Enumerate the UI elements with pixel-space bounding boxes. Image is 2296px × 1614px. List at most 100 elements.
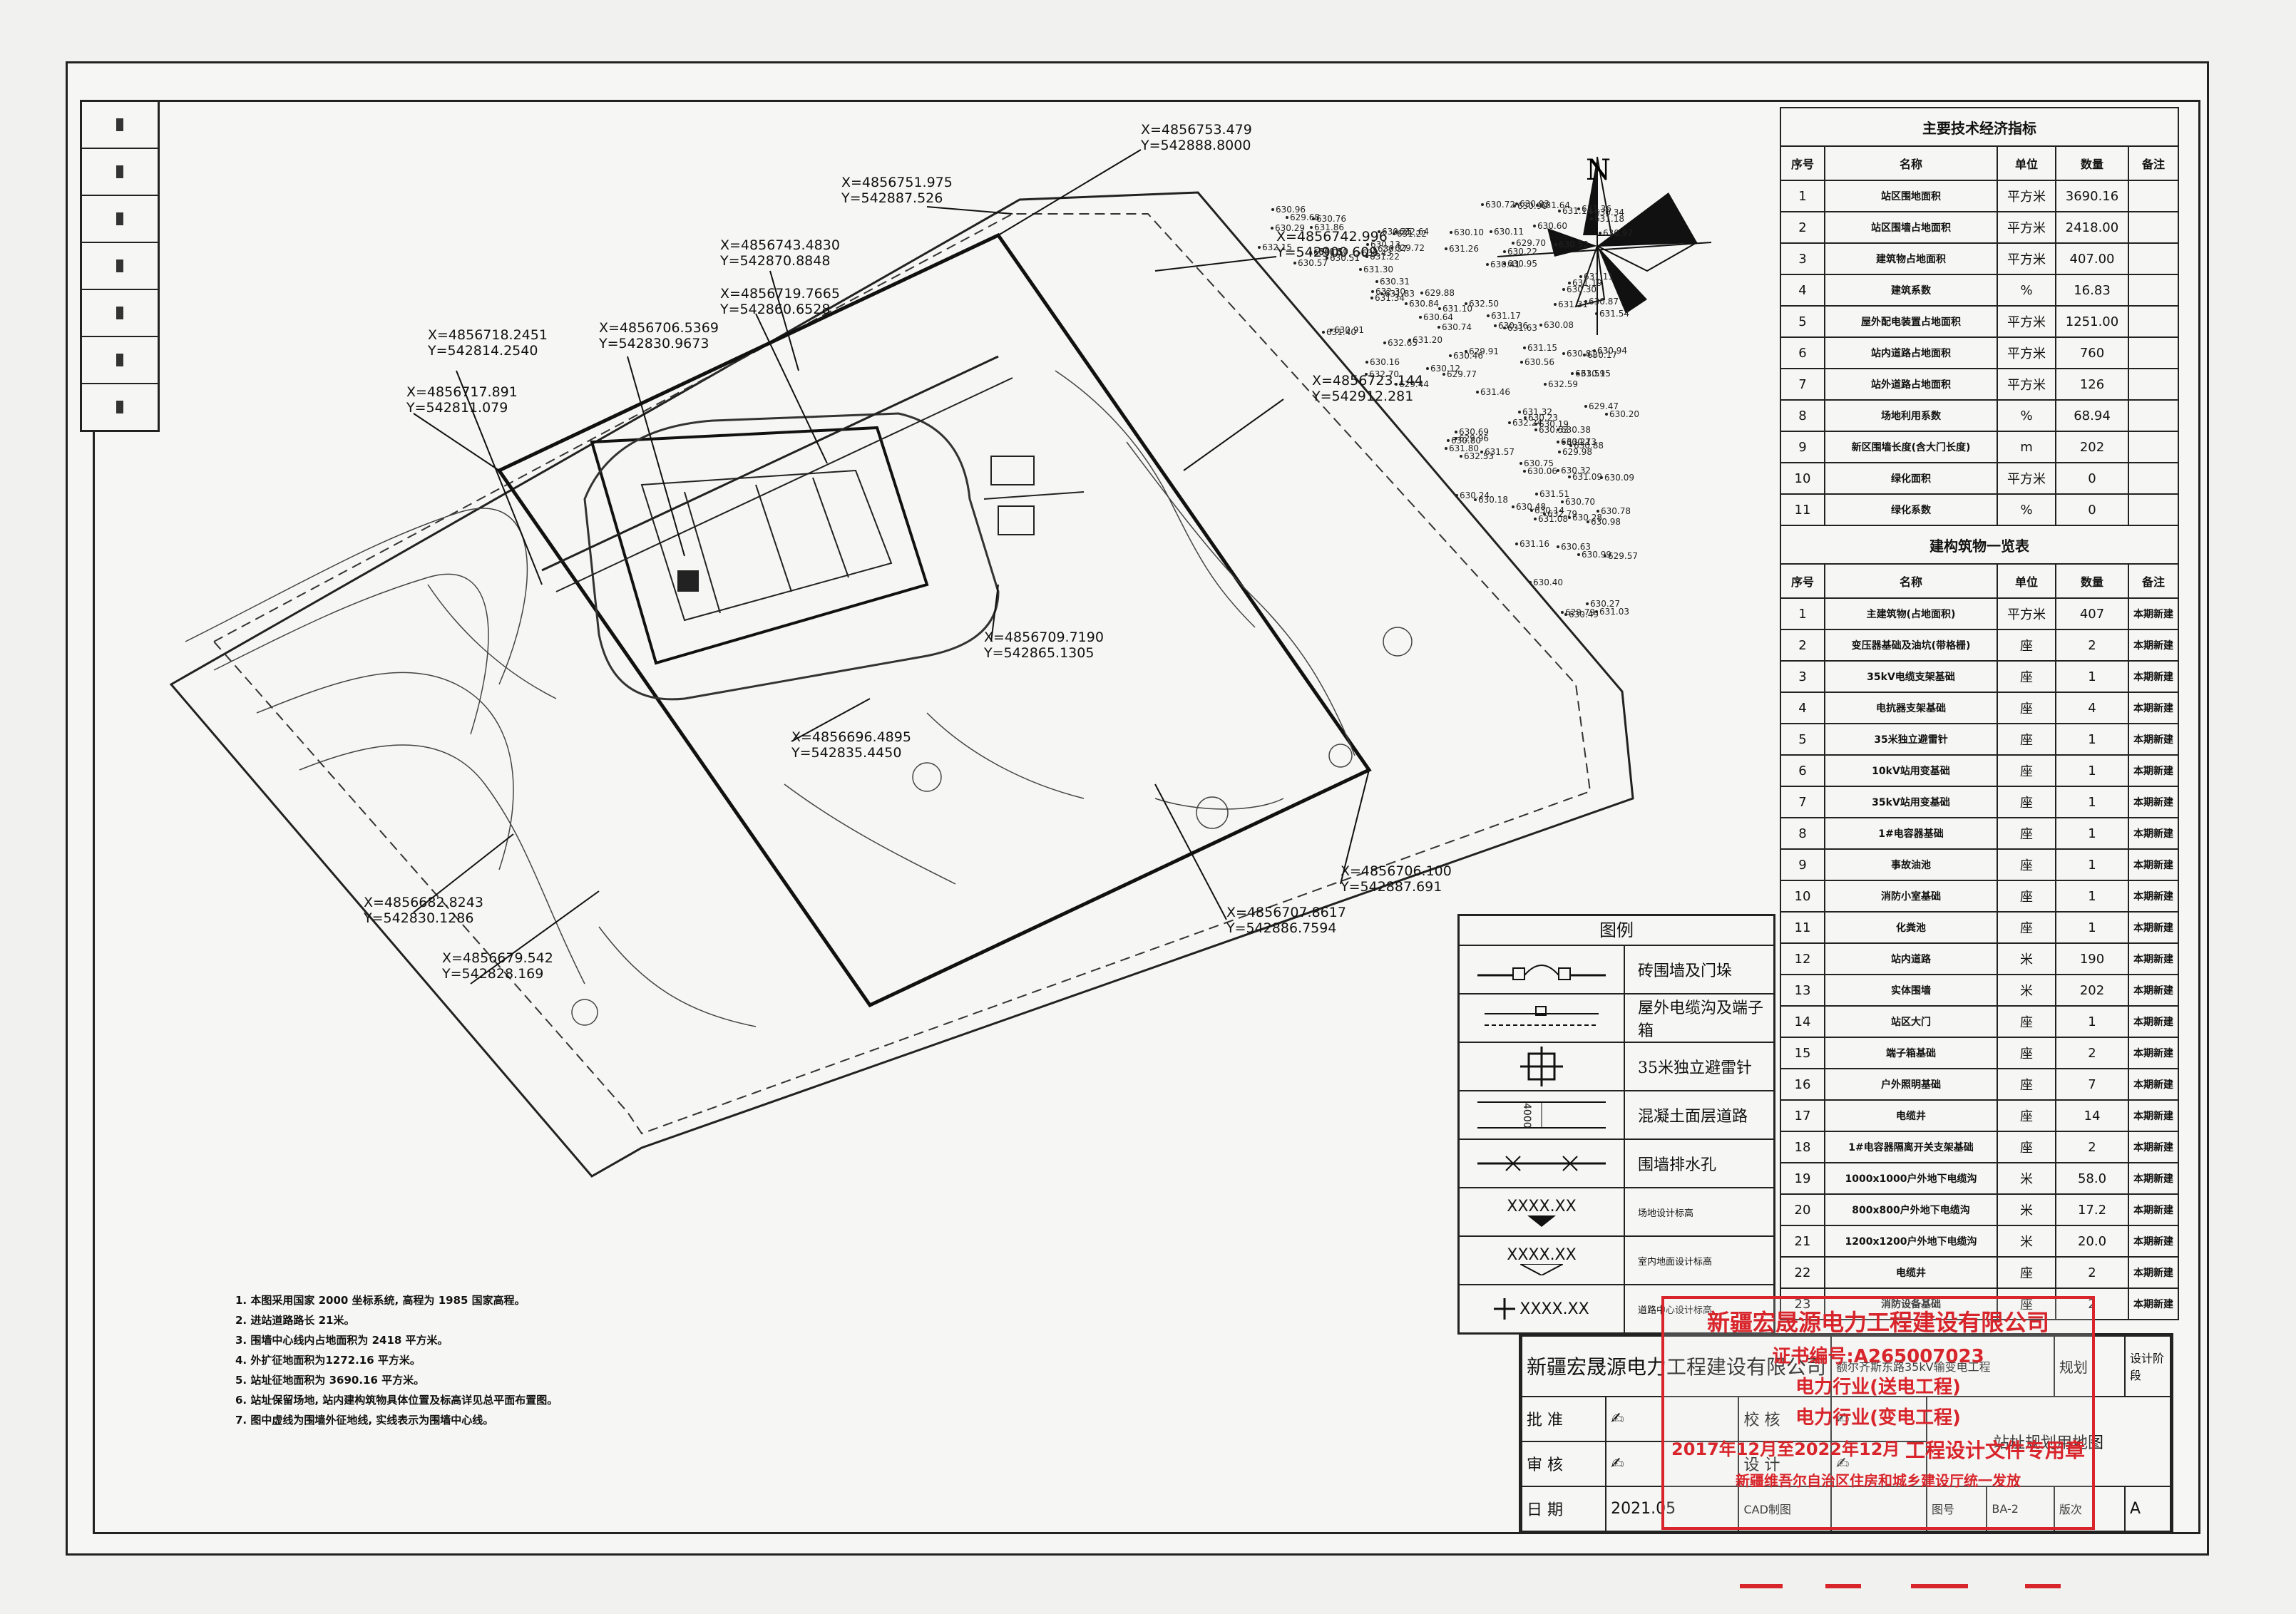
date-value: 2021.05	[1605, 1485, 1740, 1533]
elevation-point	[1584, 405, 1587, 408]
elevation-point	[1557, 428, 1559, 431]
elevation-label: 632.30	[1375, 287, 1405, 297]
bldg-table-cell: 本期新建	[2128, 880, 2179, 913]
elevation-point	[1383, 341, 1386, 344]
elevation-label: 631.26	[1449, 244, 1479, 254]
spec-table-cell	[2128, 336, 2179, 369]
spec-table-cell: 建筑系数	[1824, 274, 1998, 307]
elevation-point	[1595, 610, 1598, 613]
elevation-label: 630.99	[1582, 550, 1611, 560]
elevation-label: 630.50	[1318, 247, 1348, 257]
coordinate-label: Y=542887.691	[1340, 879, 1442, 895]
bldg-table-title: 建构筑物一览表	[1780, 525, 2179, 565]
spec-table-title: 主要技术经济指标	[1780, 107, 2179, 147]
elevation-label: 632.59	[1548, 379, 1578, 389]
bldg-table-cell: 座	[1997, 1068, 2056, 1101]
elevation-label: 629.70	[1516, 238, 1546, 248]
elevation-point	[1445, 447, 1447, 450]
elevation-label: 632.24	[1512, 418, 1542, 428]
stamp-cert: 证书编号:A265007023	[1772, 1346, 1984, 1367]
legend-label: 混凝土面层道路	[1638, 1108, 1748, 1126]
coordinate-label: Y=542835.4450	[791, 745, 901, 761]
elevation-point	[1455, 431, 1457, 433]
elevation-point	[1579, 275, 1582, 278]
elevation-label: 630.75	[1524, 458, 1554, 468]
bldg-table-cell: 本期新建	[2128, 974, 2179, 1007]
phase-value: 规划	[2053, 1335, 2126, 1397]
elevation-label: 631.09	[1572, 472, 1602, 482]
spec-table-cell: 2	[1780, 211, 1825, 244]
bldg-table-cell: 座	[1997, 1287, 2056, 1320]
parcel-boundary	[169, 191, 1634, 1178]
bldg-table-cell: 15	[1780, 1037, 1825, 1069]
elevation-point	[1437, 326, 1440, 329]
elevation-point	[1562, 288, 1565, 291]
elevation-label: 630.16	[1370, 357, 1400, 367]
elevation-point	[1593, 349, 1596, 352]
elevation-point	[1490, 230, 1492, 233]
legend-label: 屋外电缆沟及端子箱	[1638, 999, 1764, 1040]
elevation-point	[1408, 339, 1411, 341]
elevation-point	[1326, 257, 1328, 259]
bldg-table-cell: 座	[1997, 786, 2056, 818]
coordinate-label: Y=542811.079	[406, 400, 508, 416]
elevation-point	[1512, 242, 1515, 245]
elevation-label: 630.84	[1409, 299, 1439, 309]
elevation-point	[1587, 520, 1589, 523]
bldg-table-cell: 实体围墙	[1824, 974, 1998, 1007]
spec-table-cell: 5	[1780, 305, 1825, 338]
elevation-label: 630.78	[1601, 506, 1631, 516]
elevation-labels: 632.59632.79632.53632.65632.70632.50632.…	[1258, 199, 1639, 620]
spec-table-cell: 站区围地面积	[1824, 180, 1998, 212]
elevation-label: 631.14	[1562, 206, 1592, 216]
left-approval-strip	[80, 100, 160, 432]
coordinate-label: X=4856706.5369	[599, 320, 719, 336]
drawing-no-value: BA-2	[1986, 1485, 2055, 1533]
elevation-point	[1584, 300, 1587, 303]
elevation-point	[1562, 441, 1565, 443]
spec-table-cell: 屋外配电装置占地面积	[1824, 305, 1998, 338]
design-label: 设 计	[1738, 1440, 1832, 1487]
note-line: 5. 站址征地面积为 3690.16 平方米。	[235, 1374, 425, 1387]
note-line: 6. 站址保留场地, 站内建构筑物具体位置及标高详见总平面布置图。	[235, 1394, 558, 1407]
bldg-table-cell: 本期新建	[2128, 1162, 2179, 1195]
elevation-label: 629.98	[1562, 447, 1592, 457]
bldg-table-cell: 座	[1997, 1256, 2056, 1289]
elevation-point	[1600, 476, 1603, 479]
check-label: 校 核	[1738, 1395, 1832, 1442]
bldg-table-cell: 7	[2055, 1068, 2129, 1101]
bldg-table-cell: 消防设备基础	[1824, 1287, 1998, 1320]
elevation-label: 630.72	[1485, 200, 1515, 210]
bldg-table-cell: 2	[2055, 1037, 2129, 1069]
spec-table-cell	[2128, 368, 2179, 401]
bldg-table-cell: 1	[2055, 786, 2129, 818]
note-line: 2. 进站道路路长 21米。	[235, 1314, 355, 1327]
elevation-point	[1534, 518, 1537, 520]
elevation-point	[1561, 500, 1564, 503]
elevation-label: 630.53	[1539, 425, 1569, 435]
elevation-label: 631.32	[1522, 407, 1552, 417]
elevation-point	[1480, 451, 1483, 453]
elevation-point	[1365, 361, 1368, 364]
elevation-label: 630.18	[1478, 495, 1508, 505]
elevation-point	[1533, 225, 1536, 227]
bldg-table-cell: 本期新建	[2128, 754, 2179, 787]
bldg-table-cell: 202	[2055, 974, 2129, 1007]
elevation-label: 630.40	[1533, 577, 1563, 587]
elevation-point	[1358, 252, 1360, 255]
elevation-point	[1442, 373, 1445, 376]
coordinate-label: Y=542888.8000	[1140, 138, 1251, 153]
elevation-label: 631.11	[1584, 272, 1614, 282]
bldg-table-cell: 本期新建	[2128, 1005, 2179, 1038]
note-line: 7. 图中虚线为围墙外征地线, 实线表示为围墙中心线。	[235, 1414, 494, 1427]
bldg-table-cell: 本期新建	[2128, 1037, 2179, 1069]
elevation-point	[1554, 243, 1557, 246]
elevation-point	[1366, 243, 1369, 246]
